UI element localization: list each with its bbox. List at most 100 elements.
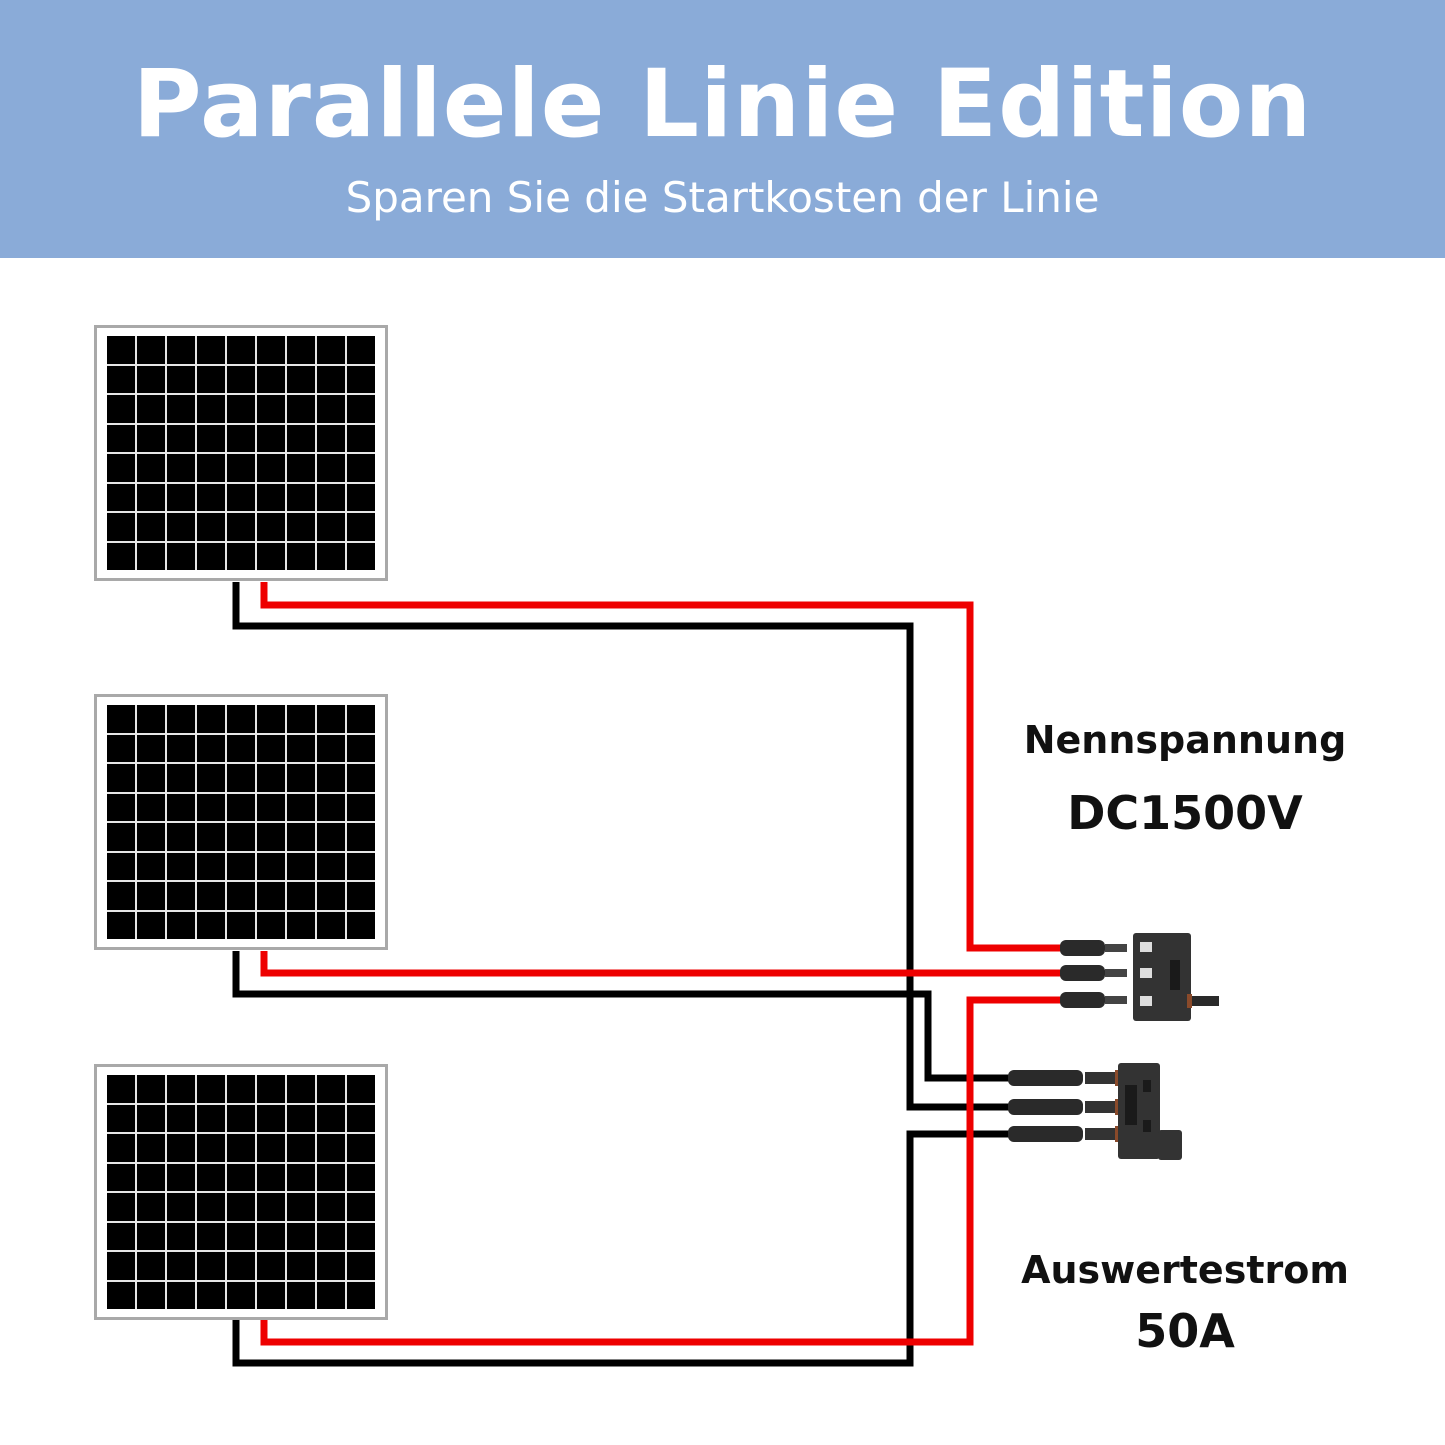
solar-cell [317,705,345,733]
solar-cell [137,823,165,851]
solar-panel-2 [94,694,388,950]
solar-cell [137,542,165,570]
solar-cell [317,734,345,762]
solar-cell [257,1134,285,1162]
solar-cell [257,911,285,939]
solar-cell [347,911,375,939]
solar-cell [287,513,315,541]
solar-cell [287,365,315,393]
solar-cell [287,793,315,821]
solar-cell [287,882,315,910]
solar-cell [317,513,345,541]
solar-cell [317,454,345,482]
solar-cell [107,1075,135,1103]
panel-2-positive-wire [260,951,1065,977]
voltage-label: Nennspannung [1023,718,1347,762]
solar-cell [107,365,135,393]
solar-cell [257,365,285,393]
solar-cell [137,705,165,733]
negative-branch-connector [1008,1063,1182,1160]
solar-cell [197,911,225,939]
panel-3-negative-wire [232,1130,1010,1367]
solar-cell [347,764,375,792]
positive-branch-connector [1060,933,1219,1021]
solar-cell [167,1222,195,1250]
solar-cell [107,793,135,821]
solar-cell [107,764,135,792]
solar-cell [197,454,225,482]
solar-cell [197,1193,225,1221]
solar-cell [317,793,345,821]
solar-cell [167,365,195,393]
solar-cell [347,1252,375,1280]
solar-cell [287,764,315,792]
solar-cell [347,1281,375,1309]
solar-cell [347,1104,375,1132]
solar-cell [227,764,255,792]
solar-cell [257,542,285,570]
solar-cell [107,513,135,541]
solar-cell [347,1075,375,1103]
current-label: Auswertestrom [1021,1248,1349,1292]
solar-cell [257,1163,285,1191]
solar-cell [167,1104,195,1132]
solar-cell [197,882,225,910]
solar-cell [197,1134,225,1162]
solar-cell [137,483,165,511]
solar-cell [287,1075,315,1103]
solar-cell [227,1075,255,1103]
solar-cell [137,793,165,821]
solar-cell [137,336,165,364]
solar-cell [347,336,375,364]
solar-panel-1 [94,325,388,581]
solar-cell [227,911,255,939]
solar-cell [197,483,225,511]
solar-cell [287,483,315,511]
solar-cell [197,1104,225,1132]
solar-cell [137,882,165,910]
solar-cell [287,336,315,364]
solar-cell [317,1193,345,1221]
solar-cell [107,1193,135,1221]
panel-1-positive-wire [260,582,1065,952]
solar-cell [197,395,225,423]
solar-cell [107,336,135,364]
solar-cell [317,764,345,792]
solar-cell [107,852,135,880]
solar-cell [167,823,195,851]
solar-cell [197,823,225,851]
solar-cell [167,1193,195,1221]
solar-cell [257,483,285,511]
solar-cell [287,734,315,762]
panel-2-negative-wire [232,951,1010,1082]
solar-cell [257,1193,285,1221]
header-banner: Parallele Linie Edition Sparen Sie die S… [0,0,1445,258]
solar-cell [107,882,135,910]
solar-cell [317,1104,345,1132]
solar-cell [257,764,285,792]
solar-cell [137,424,165,452]
solar-cell [287,1252,315,1280]
solar-cell [227,1222,255,1250]
panel-1-negative-wire [232,582,1010,1111]
solar-cell [257,513,285,541]
solar-cell [347,852,375,880]
solar-cell [257,1252,285,1280]
solar-cell [197,365,225,393]
solar-cell [167,882,195,910]
solar-cell [287,1222,315,1250]
solar-cell [167,1163,195,1191]
solar-cell [137,1075,165,1103]
solar-cell [317,1222,345,1250]
solar-cell [317,911,345,939]
page-title: Parallele Linie Edition [132,50,1313,159]
solar-cell [197,705,225,733]
solar-cell [107,454,135,482]
solar-cell [347,513,375,541]
solar-cell [317,852,345,880]
solar-cell [137,365,165,393]
solar-cell [257,424,285,452]
solar-cell [317,1281,345,1309]
solar-cell [317,483,345,511]
